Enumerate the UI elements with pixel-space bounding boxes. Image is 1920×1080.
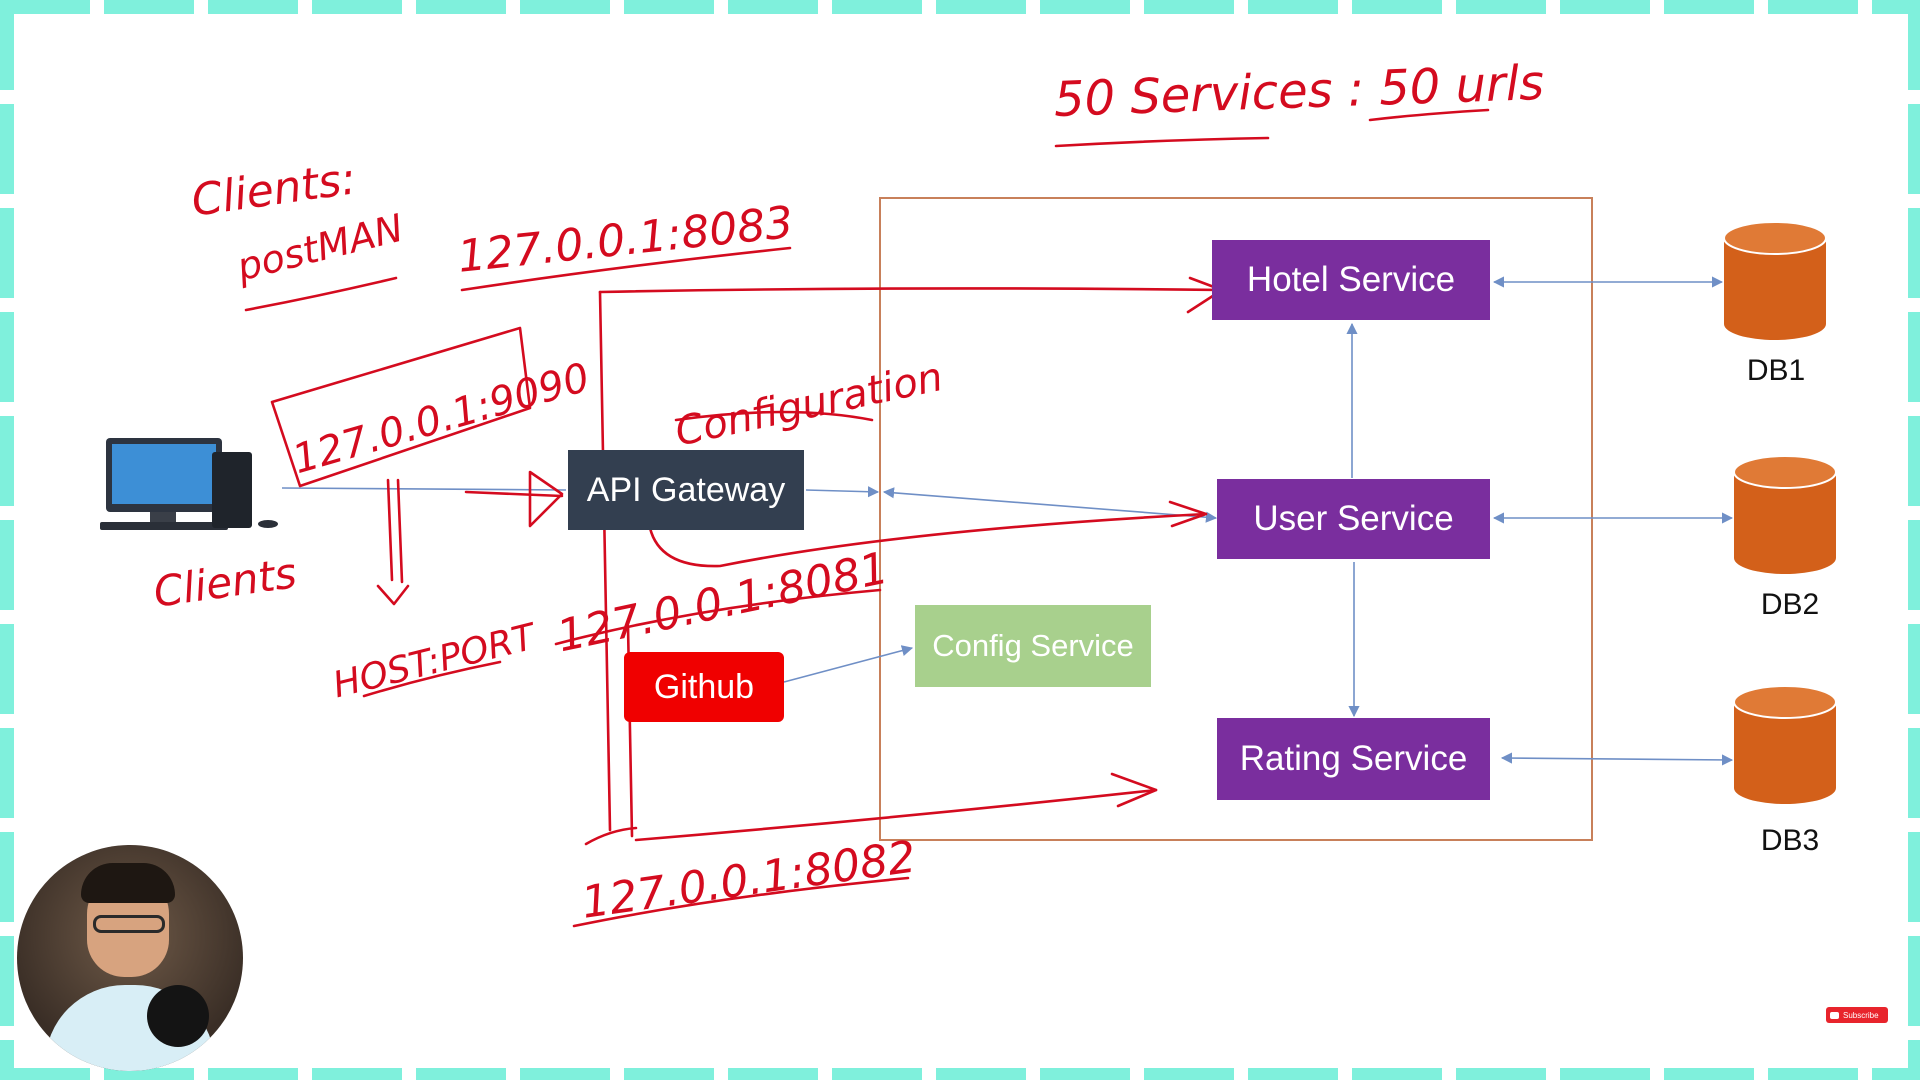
github-label: Github [653,667,755,706]
microphone-icon [147,985,209,1047]
subscribe-button[interactable]: Subscribe [1826,1007,1888,1023]
user-service-box: User Service [1217,479,1490,559]
client-computer-icon [100,438,278,530]
hotel-service-box: Hotel Service [1212,240,1490,320]
api-gateway-box: API Gateway [568,450,804,530]
frame-right-border [1908,0,1920,1080]
connector-rating-db3 [1500,752,1734,766]
database-label-db3: DB3 [1760,824,1820,857]
database-cylinder-db2 [1733,455,1837,574]
connector-client-gateway [281,487,567,491]
database-cylinder-db1 [1723,221,1827,340]
presenter-glasses [93,915,165,933]
database-cylinder-db3 [1733,685,1837,804]
frame-bottom-border [0,1068,1920,1080]
connector-github-config [783,645,914,683]
config-service-box: Config Service [915,605,1151,687]
user-service-label: User Service [1253,499,1454,538]
rating-service-box: Rating Service [1217,718,1490,800]
config-service-label: Config Service [932,628,1134,663]
frame-left-border [0,0,14,1080]
connector-gateway-user [882,487,1218,523]
database-label-db2: DB2 [1760,588,1820,621]
github-box: Github [624,652,784,722]
frame-top-border [0,0,1920,14]
database-label-db1: DB1 [1746,354,1806,387]
rating-service-label: Rating Service [1239,739,1468,778]
subscribe-label: Subscribe [1843,1010,1879,1020]
presenter-webcam [17,845,243,1071]
api-gateway-label: API Gateway [586,470,786,509]
play-icon [1830,1011,1839,1019]
presenter-hair [81,863,175,903]
hotel-service-label: Hotel Service [1246,260,1456,299]
connector-gateway-boundary [805,486,880,498]
